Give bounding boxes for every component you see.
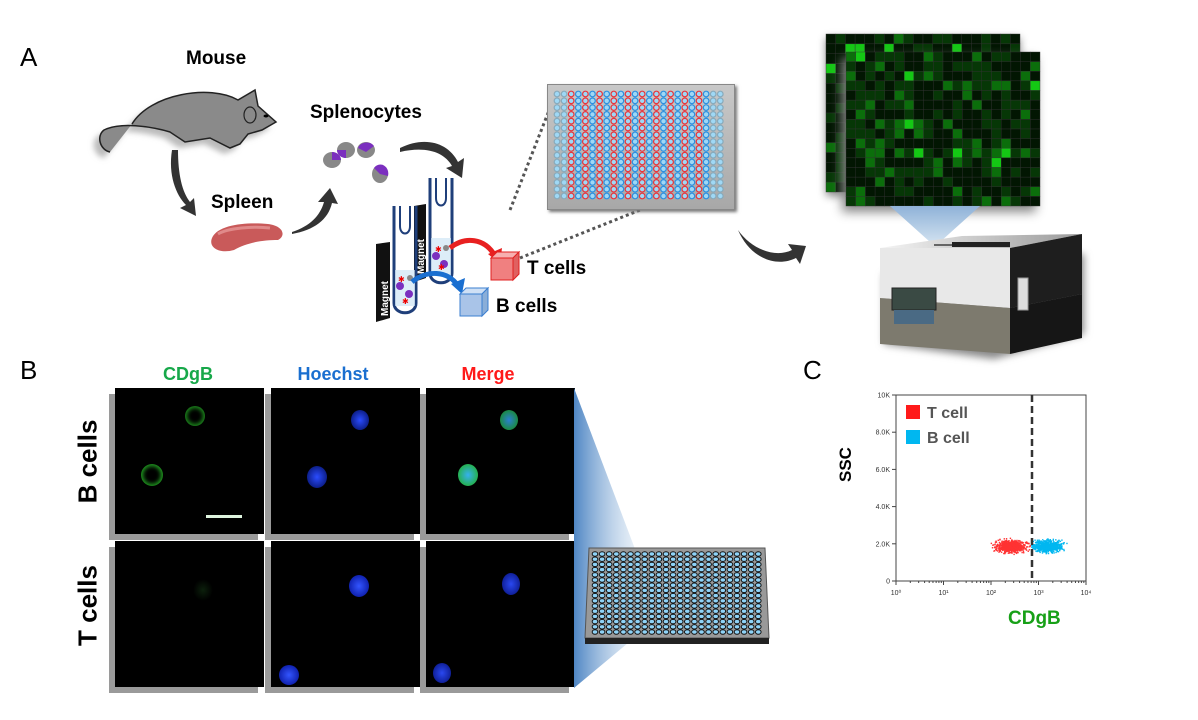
spleen-label: Spleen	[211, 192, 274, 213]
svg-text:10²: 10²	[986, 590, 997, 597]
micrograph-b-merge	[426, 388, 575, 534]
micrograph-t-cdgb	[115, 541, 264, 687]
svg-text:✱: ✱	[438, 263, 445, 272]
magnet-tubes-icon: ✱ ✱ Magnet ✱ ✱ Magnet	[376, 178, 502, 322]
panel-letter-c: C	[803, 355, 822, 385]
column-header-hoechst: Hoechst	[297, 364, 369, 384]
svg-text:10⁴: 10⁴	[1081, 590, 1092, 597]
arrow-icon	[292, 188, 338, 234]
mouse-icon	[93, 88, 278, 158]
splenocytes-icon	[323, 142, 389, 183]
row-label-b-cells: B cells	[72, 419, 103, 504]
b-cell-cube-icon	[458, 286, 490, 318]
well-plate-top	[547, 84, 735, 210]
svg-text:10⁰: 10⁰	[891, 589, 902, 597]
svg-text:✱: ✱	[435, 245, 442, 254]
micrograph-t-hoechst	[271, 541, 420, 687]
micrograph-b-cdgb	[115, 388, 264, 534]
svg-text:T cell: T cell	[927, 405, 968, 422]
svg-text:2.0K: 2.0K	[876, 541, 891, 548]
svg-text:10¹: 10¹	[938, 590, 949, 597]
scale-bar	[206, 515, 242, 518]
t-cell-cube-icon	[489, 250, 521, 282]
arrow-icon	[170, 150, 196, 216]
svg-text:4.0K: 4.0K	[876, 504, 891, 511]
svg-text:8.0K: 8.0K	[876, 430, 891, 437]
x-axis-label: CDgB	[1008, 608, 1061, 629]
svg-text:10K: 10K	[878, 393, 891, 400]
panel-letter-b: B	[20, 355, 38, 385]
y-axis-label: SSC	[836, 447, 855, 482]
svg-text:B cell: B cell	[927, 430, 970, 447]
svg-text:10³: 10³	[1033, 590, 1044, 597]
svg-text:Magnet: Magnet	[416, 238, 427, 274]
flow-cytometry-plot: 0 2.0K 4.0K 6.0K 8.0K 10K 10⁰ 10¹ 10² 10³ 10⁴ T c…	[876, 393, 1092, 598]
panel-letter-a: A	[20, 42, 38, 72]
row-label-t-cells: T cells	[72, 565, 103, 646]
b-cells-label: B cells	[496, 296, 558, 317]
micrograph-t-merge	[426, 541, 575, 687]
light-beam	[890, 206, 980, 242]
svg-text:✱: ✱	[402, 297, 409, 306]
well-plate-3d	[584, 547, 771, 648]
fluorescence-grid-front	[845, 51, 1041, 207]
mouse-label: Mouse	[186, 48, 247, 69]
arrow-icon	[738, 230, 806, 264]
plate-reader-icon	[880, 234, 1084, 359]
splenocytes-label: Splenocytes	[310, 102, 422, 123]
svg-text:✱: ✱	[398, 275, 405, 284]
micrograph-b-hoechst	[271, 388, 420, 534]
svg-text:Magnet: Magnet	[380, 280, 391, 316]
column-header-merge: Merge	[461, 364, 515, 384]
svg-text:6.0K: 6.0K	[876, 467, 891, 474]
arrow-icon	[400, 141, 464, 178]
column-header-cdgb: CDgB	[163, 364, 213, 384]
t-cells-label: T cells	[527, 258, 587, 279]
svg-text:0: 0	[886, 579, 890, 586]
spleen-icon	[211, 223, 283, 252]
